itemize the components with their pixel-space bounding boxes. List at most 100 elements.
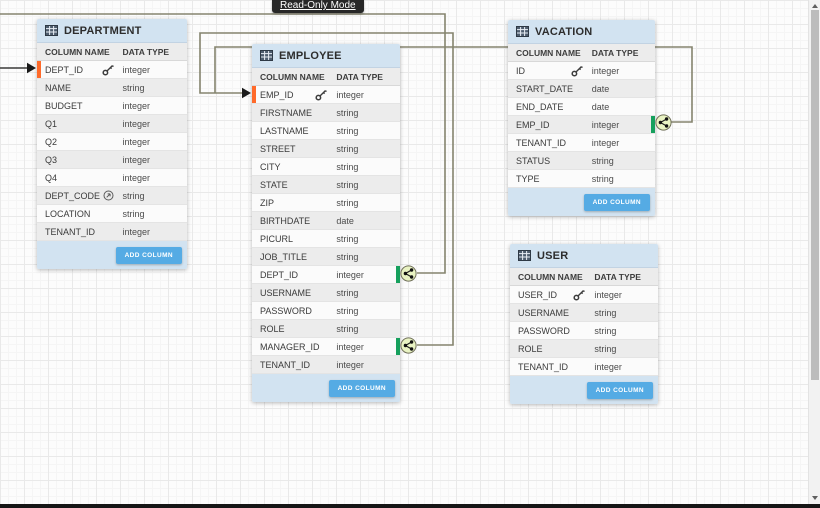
column-name-label: LOCATION	[45, 208, 91, 219]
column-name-label: FIRSTNAME	[260, 107, 313, 118]
primary-key-icon	[571, 65, 583, 77]
relationship-line-dept	[0, 13, 446, 274]
data-type-header: DATA TYPE	[591, 47, 639, 58]
column-name: USERNAME	[252, 288, 336, 298]
crowfoot-connector-icon[interactable]	[400, 265, 417, 282]
table-row[interactable]: TYPE string	[508, 170, 655, 188]
column-name-label: PASSWORD	[260, 305, 312, 316]
table-row[interactable]: ID integer	[508, 62, 655, 80]
add-column-button[interactable]: ADD COLUMN	[115, 246, 182, 264]
column-name-label: USER_ID	[518, 289, 558, 300]
column-name: BIRTHDATE	[252, 216, 336, 226]
table-row[interactable]: PASSWORD string	[252, 302, 400, 320]
table-row[interactable]: STATE string	[252, 176, 400, 194]
table-row[interactable]: DEPT_ID integer	[37, 61, 187, 79]
column-name: STREET	[252, 144, 336, 154]
column-type: integer	[591, 65, 620, 76]
entity-table-department[interactable]: DEPARTMENT COLUMN NAME DATA TYPE DEPT_ID…	[37, 19, 187, 269]
crowfoot-connector-icon[interactable]	[655, 114, 672, 131]
table-row[interactable]: END_DATE date	[508, 98, 655, 116]
add-column-button[interactable]: ADD COLUMN	[586, 381, 653, 399]
column-name: STATE	[252, 180, 336, 190]
column-type: string	[594, 325, 617, 336]
vertical-scrollbar-thumb[interactable]	[811, 10, 819, 380]
table-header[interactable]: EMPLOYEE	[252, 44, 400, 68]
entity-table-vacation[interactable]: VACATION COLUMN NAME DATA TYPE ID intege…	[508, 20, 655, 216]
column-header-row: COLUMN NAME DATA TYPE	[252, 68, 400, 86]
column-name-header: COLUMN NAME	[518, 271, 583, 282]
column-name-label: STATUS	[516, 155, 551, 166]
column-name: NAME	[37, 83, 123, 93]
table-row[interactable]: TENANT_ID integer	[508, 134, 655, 152]
crowfoot-connector-icon[interactable]	[400, 337, 417, 354]
column-name-label: EMP_ID	[260, 89, 294, 100]
column-type: integer	[122, 226, 151, 237]
entity-table-user[interactable]: USER COLUMN NAME DATA TYPE USER_ID integ…	[510, 244, 658, 404]
scroll-down-icon[interactable]	[812, 496, 818, 500]
table-row[interactable]: ROLE string	[510, 340, 658, 358]
table-grid-icon	[260, 50, 273, 61]
column-type: integer	[336, 341, 364, 352]
table-row[interactable]: PASSWORD string	[510, 322, 658, 340]
table-row[interactable]: USER_ID integer	[510, 286, 658, 304]
column-name-label: BUDGET	[45, 100, 83, 111]
column-type: integer	[594, 289, 622, 300]
add-column-button[interactable]: ADD COLUMN	[328, 379, 395, 397]
table-row[interactable]: DEPT_CODE string	[37, 187, 187, 205]
table-row[interactable]: BIRTHDATE date	[252, 212, 400, 230]
column-name: PASSWORD	[252, 306, 336, 316]
column-name: BUDGET	[37, 101, 123, 111]
column-type: string	[122, 82, 145, 93]
table-header[interactable]: VACATION	[508, 20, 655, 44]
table-row[interactable]: Q3 integer	[37, 151, 187, 169]
column-name: ID	[508, 65, 592, 77]
table-row[interactable]: USERNAME string	[510, 304, 658, 322]
table-row[interactable]: TENANT_ID integer	[510, 358, 658, 376]
table-row[interactable]: STATUS string	[508, 152, 655, 170]
column-name: JOB_TITLE	[252, 252, 336, 262]
table-row[interactable]: EMP_ID integer	[252, 86, 400, 104]
table-header[interactable]: USER	[510, 244, 658, 268]
table-row[interactable]: Q1 integer	[37, 115, 187, 133]
table-row[interactable]: USERNAME string	[252, 284, 400, 302]
column-type: integer	[336, 89, 364, 100]
column-name: EMP_ID	[508, 120, 592, 130]
column-name-label: CITY	[260, 161, 281, 172]
column-type: string	[594, 307, 617, 318]
table-row[interactable]: ZIP string	[252, 194, 400, 212]
column-name: TYPE	[508, 174, 592, 184]
vertical-scrollbar[interactable]	[808, 0, 820, 504]
table-row[interactable]: CITY string	[252, 158, 400, 176]
column-name-label: DEPT_ID	[45, 64, 84, 75]
table-row[interactable]: NAME string	[37, 79, 187, 97]
read-only-mode-badge[interactable]: Read-Only Mode	[272, 0, 364, 13]
column-name: TENANT_ID	[37, 227, 123, 237]
table-row[interactable]: STREET string	[252, 140, 400, 158]
table-row[interactable]: Q4 integer	[37, 169, 187, 187]
table-header[interactable]: DEPARTMENT	[37, 19, 187, 43]
table-row[interactable]: FIRSTNAME string	[252, 104, 400, 122]
table-row[interactable]: LOCATION string	[37, 205, 187, 223]
table-row[interactable]: START_DATE date	[508, 80, 655, 98]
column-name: PASSWORD	[510, 326, 594, 336]
table-row[interactable]: ROLE string	[252, 320, 400, 338]
table-row[interactable]: Q2 integer	[37, 133, 187, 151]
table-row[interactable]: DEPT_ID integer	[252, 266, 400, 284]
column-name: Q4	[37, 173, 123, 183]
table-row[interactable]: EMP_ID integer	[508, 116, 655, 134]
table-row[interactable]: BUDGET integer	[37, 97, 187, 115]
table-row[interactable]: TENANT_ID integer	[252, 356, 400, 374]
table-row[interactable]: JOB_TITLE string	[252, 248, 400, 266]
table-row[interactable]: LASTNAME string	[252, 122, 400, 140]
table-row[interactable]: TENANT_ID integer	[37, 223, 187, 241]
add-column-button[interactable]: ADD COLUMN	[583, 193, 650, 211]
column-name: PICURL	[252, 234, 336, 244]
column-name-label: MANAGER_ID	[260, 341, 320, 352]
table-row[interactable]: PICURL string	[252, 230, 400, 248]
column-name: DEPT_CODE	[37, 190, 123, 201]
scroll-up-icon[interactable]	[812, 4, 818, 8]
entity-table-employee[interactable]: EMPLOYEE COLUMN NAME DATA TYPE EMP_ID in…	[252, 44, 400, 402]
table-row[interactable]: MANAGER_ID integer	[252, 338, 400, 356]
column-name: TENANT_ID	[508, 138, 592, 148]
